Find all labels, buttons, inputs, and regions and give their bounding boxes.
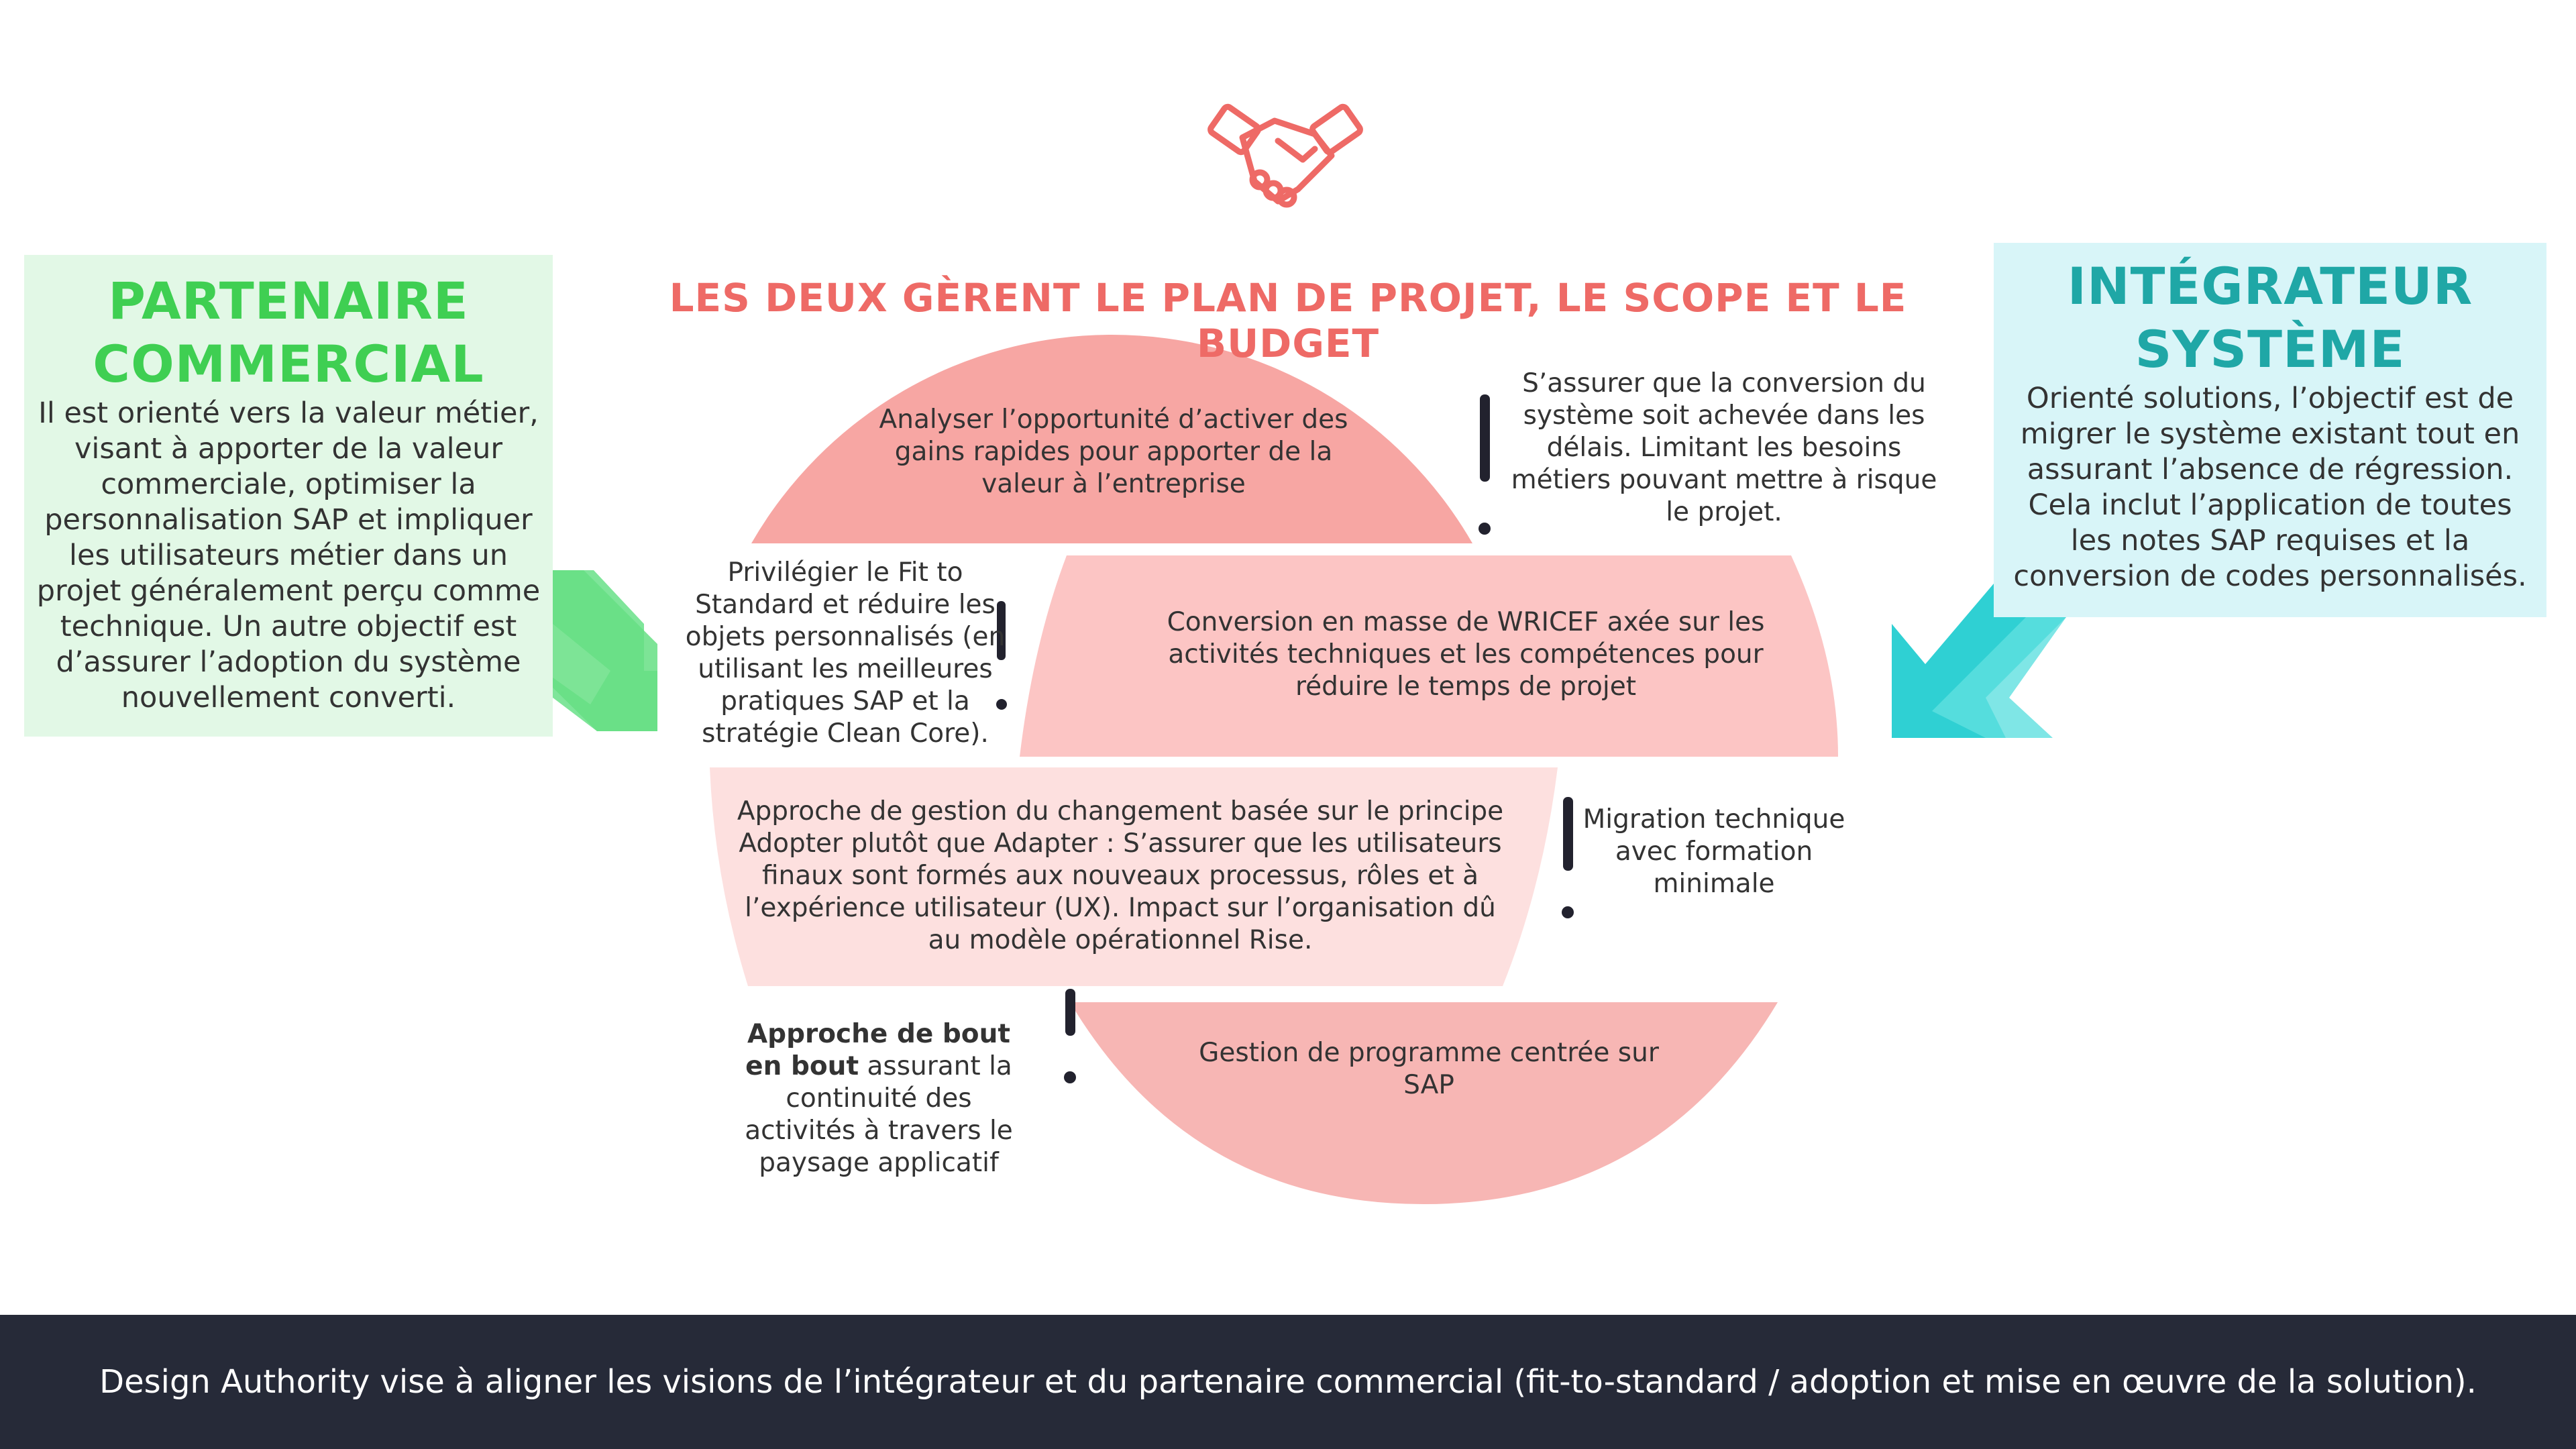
system-integrator-title: INTÉGRATEUR SYSTÈME (1994, 255, 2546, 381)
exclamation-icon (996, 601, 1007, 710)
diagram-title: LES DEUX GÈRENT LE PLAN DE PROJET, LE SC… (669, 275, 1907, 366)
business-partner-title-line1: PARTENAIRE (108, 271, 469, 331)
segment-shape-2 (1020, 555, 1838, 757)
system-integrator-description: Orienté solutions, l’objectif est de mig… (2013, 382, 2527, 593)
note-fit-to-standard: Privilégier le Fit to Standard et réduir… (685, 557, 1006, 749)
footer-text: Design Authority vise à aligner les visi… (99, 1363, 2477, 1401)
business-partner-box: PARTENAIRE COMMERCIAL Il est orienté ver… (24, 255, 553, 737)
exclamation-icon (1562, 797, 1574, 918)
note-end-to-end: Approche de bout en bout assurant la con… (731, 1018, 1026, 1179)
note-end-to-end-emphasis: Approche de bout en bout (745, 1019, 1011, 1081)
business-partner-title-line2: COMMERCIAL (93, 334, 484, 394)
system-integrator-title-line1: INTÉGRATEUR (2067, 256, 2473, 316)
business-partner-description: Il est orienté vers la valeur métier, vi… (36, 396, 541, 714)
exclamation-icon (1479, 394, 1491, 535)
system-integrator-box: INTÉGRATEUR SYSTÈME Orienté solutions, l… (1994, 243, 2546, 617)
arrow-down-right-icon (553, 570, 657, 731)
system-integrator-title-line2: SYSTÈME (2135, 319, 2406, 379)
segment-text-3: Approche de gestion du changement basée … (737, 796, 1504, 955)
segment-text-2: Conversion en masse de WRICEF axée sur l… (1167, 607, 1765, 702)
segment-shape-1 (751, 335, 1472, 543)
business-partner-title: PARTENAIRE COMMERCIAL (24, 270, 553, 396)
note-technical-migration: Migration technique avec formation minim… (1582, 804, 1845, 899)
arrow-down-left-icon (1892, 584, 2066, 738)
handshake-icon (1208, 103, 1363, 208)
exclamation-icon (1064, 989, 1076, 1083)
segment-shape-4 (1070, 1002, 1778, 1204)
segment-shape-3 (710, 767, 1558, 986)
note-end-to-end-rest: assurant la continuité des activités à t… (745, 1051, 1013, 1178)
segment-text-4: Gestion de programme centrée sur SAP (1199, 1038, 1659, 1100)
footer-banner: Design Authority vise à aligner les visi… (0, 1315, 2576, 1449)
note-schedule: S’assurer que la conversion du système s… (1511, 368, 1937, 527)
segment-text-1: Analyser l’opportunité d’activer des gai… (879, 405, 1348, 499)
